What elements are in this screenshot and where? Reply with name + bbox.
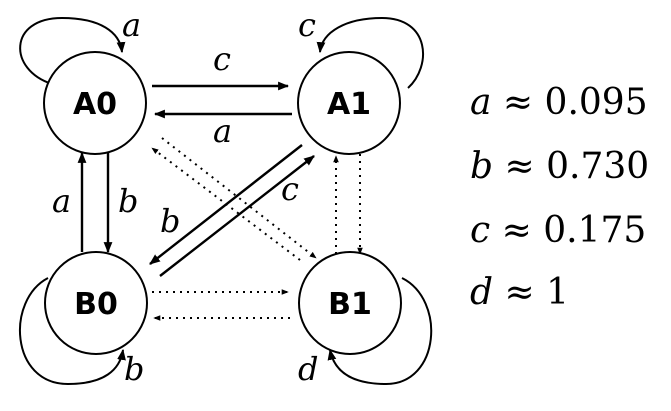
legend-a-value: 0.095 <box>544 82 648 123</box>
legend-a-relation: ≈ <box>502 82 534 123</box>
legend-b: b ≈ 0.730 <box>470 146 670 187</box>
node-b0-circle <box>44 251 148 355</box>
label-b0-to-a1: c <box>281 170 299 208</box>
label-loop-b1: d <box>298 350 318 388</box>
node-a0-circle <box>43 51 147 155</box>
label-a1-to-a0: a <box>213 112 232 150</box>
label-a0-to-b0: b <box>118 182 138 220</box>
edge-b0-to-a1 <box>159 155 315 277</box>
loop-b0 <box>18 277 126 386</box>
node-b1-circle <box>298 251 402 355</box>
legend-d: d ≈ 1 <box>470 272 670 313</box>
label-b0-to-a0: a <box>52 182 71 220</box>
legend-c: c ≈ 0.175 <box>470 210 670 251</box>
label-loop-b0: b <box>124 350 144 388</box>
legend-d-value: 1 <box>546 272 570 313</box>
legend-a: a ≈ 0.095 <box>470 82 670 123</box>
legend-c-relation: ≈ <box>501 210 532 251</box>
legend-d-relation: ≈ <box>504 272 535 313</box>
label-a1-to-b0: b <box>160 202 180 240</box>
dotted-edge-b1-to-a0 <box>151 147 301 261</box>
node-a1-label: A1 <box>327 87 371 122</box>
loop-a1 <box>316 16 425 89</box>
legend-b-value: 0.730 <box>546 146 650 187</box>
loop-a0 <box>19 16 126 85</box>
legend-d-symbol: d <box>470 272 494 313</box>
node-b1-label: B1 <box>328 287 372 322</box>
node-a1-circle <box>297 51 401 155</box>
label-loop-a0: a <box>122 6 141 44</box>
node-a0-label: A0 <box>73 87 117 122</box>
legend-c-symbol: c <box>470 210 491 251</box>
label-loop-a1: c <box>298 6 316 44</box>
legend-b-relation: ≈ <box>504 146 535 187</box>
legend-b-symbol: b <box>470 146 494 187</box>
loop-b1 <box>327 277 433 386</box>
legend-c-value: 0.175 <box>543 210 647 251</box>
node-b0-label: B0 <box>74 287 118 322</box>
label-a0-to-a1: c <box>213 40 231 78</box>
dotted-edge-a0-to-b1 <box>161 137 317 259</box>
legend-a-symbol: a <box>470 82 492 123</box>
